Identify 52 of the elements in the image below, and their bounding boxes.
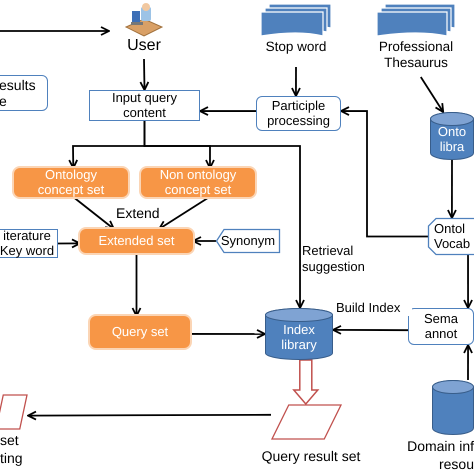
hollow-arrow (292, 359, 320, 406)
node-label: Query set (110, 324, 170, 340)
process-box (141, 168, 255, 197)
node-label: Index library (280, 321, 318, 353)
arrow (139, 58, 150, 91)
node-label: Participle processing (266, 98, 331, 128)
node-label: Onto libra (436, 123, 468, 155)
rounded-process-box (408, 308, 474, 345)
arrow (332, 324, 408, 335)
arrow (447, 160, 457, 219)
edge-label: Build Index (336, 300, 412, 316)
arrow (340, 106, 428, 238)
arrow (132, 253, 142, 317)
arrow (420, 76, 444, 113)
node-label: Professional Thesaurus (378, 39, 454, 70)
node-label: iterature Key word (0, 228, 56, 258)
input-shape (216, 229, 280, 253)
arrow (199, 106, 256, 116)
node-label: Extended set (98, 234, 176, 248)
node-label: Ontol Vocab (433, 222, 472, 252)
arrow (291, 67, 301, 97)
node-caption: Domain inf resou (406, 438, 474, 473)
annotation-text: Extend (116, 204, 160, 223)
node-label: Input query content (110, 90, 178, 120)
arrow (158, 196, 210, 230)
node-label: Non ontology concept set (158, 168, 238, 198)
arrow (190, 329, 266, 339)
process-box (14, 168, 128, 197)
process-box (80, 229, 193, 253)
arrow (27, 410, 271, 420)
process-box (90, 316, 190, 348)
process-shape (428, 218, 474, 255)
rounded-process-box (0, 75, 48, 111)
node-label: User (127, 37, 161, 56)
arrow (58, 238, 81, 248)
arrow (72, 196, 115, 230)
node-label: Ontology concept set (36, 168, 106, 198)
node-caption: Query result set (260, 448, 362, 466)
arrow (463, 344, 473, 380)
node-label: Stop word (266, 39, 326, 55)
node-caption: set ting (0, 432, 24, 467)
node-label: Sema annot (423, 312, 459, 342)
arrow (144, 121, 305, 309)
arrow (192, 236, 216, 246)
database-cylinder (430, 112, 474, 160)
arrow (0, 26, 110, 36)
arrow (463, 255, 473, 309)
node-label: Synonym (220, 234, 276, 248)
database-cylinder (265, 308, 333, 360)
edge-label: Retrieval suggestion (302, 243, 364, 274)
process-box (89, 90, 200, 121)
rounded-process-box (256, 96, 341, 131)
